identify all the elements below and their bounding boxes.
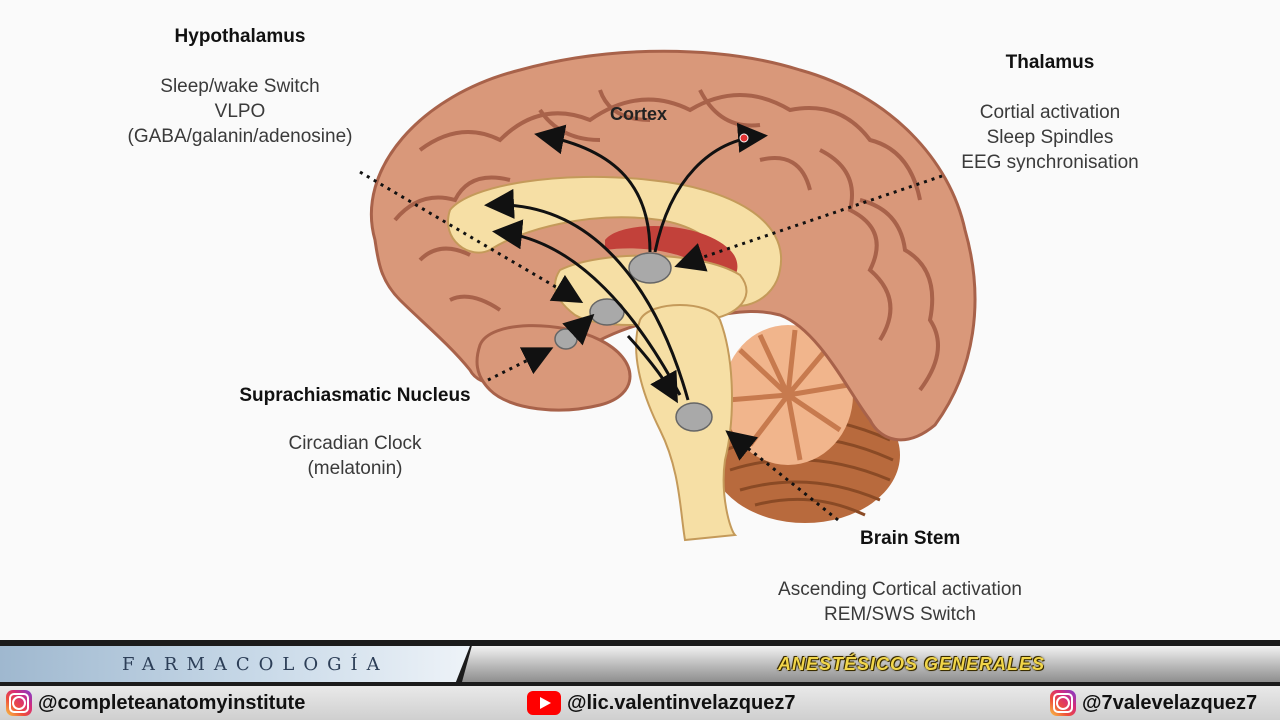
brainstem-title: Brain Stem (860, 528, 961, 549)
scn-label-group: Suprachiasmatic Nucleus Circadian Clock … (210, 385, 500, 481)
nucleus-thalamus (628, 252, 672, 284)
social-handle-instagram-1[interactable]: @completeanatomyinstitute (6, 689, 305, 717)
thalamus-line: EEG synchronisation (961, 152, 1139, 173)
brainstem-line: REM/SWS Switch (823, 604, 977, 625)
pointer-lines (359, 170, 943, 522)
nucleus-hypothalamus (589, 298, 625, 326)
hypothalamus-title: Hypothalamus (174, 26, 306, 47)
handle-text: @completeanatomyinstitute (38, 691, 306, 714)
topic-title: ANESTÉSICOS GENERALES (778, 654, 1046, 674)
thalamus-title: Thalamus (1005, 52, 1095, 73)
scn-line: Circadian Clock (288, 433, 422, 454)
hypothalamus-line: (GABA/galanin/adenosine) (127, 126, 353, 147)
social-handle-youtube[interactable]: @lic.valentinvelazquez7 (527, 689, 795, 717)
hypothalamus-line: Sleep/wake Switch (160, 76, 320, 97)
thalamus-line: Cortial activation (979, 102, 1121, 123)
thalamus-label-group: Thalamus Cortial activation Sleep Spindl… (930, 52, 1170, 175)
instagram-icon (1050, 690, 1076, 716)
instagram-icon (6, 690, 32, 716)
nucleus-scn (554, 328, 578, 350)
cerebellum (710, 325, 900, 523)
handle-text: @7valevelazquez7 (1082, 691, 1258, 714)
thalamus-region (605, 226, 738, 285)
hypothalamus-label-group: Hypothalamus Sleep/wake Switch VLPO (GAB… (90, 26, 390, 149)
cortex-target-dot (739, 133, 749, 143)
banner-right-panel (462, 646, 1280, 682)
banner-left-panel (0, 646, 470, 682)
brainstem-line: Ascending Cortical activation (778, 579, 1022, 600)
scn-title: Suprachiasmatic Nucleus (239, 385, 471, 406)
brainstem-label-group: Brain Stem Ascending Cortical activation… (740, 528, 1060, 627)
nucleus-brainstem (675, 402, 713, 432)
youtube-icon (527, 691, 561, 715)
scn-line: (melatonin) (307, 458, 403, 479)
social-handle-instagram-2[interactable]: @7valevelazquez7 (1050, 689, 1257, 717)
handle-text: @lic.valentinvelazquez7 (567, 691, 796, 714)
temporal-lobe (475, 324, 632, 412)
thalamus-line: Sleep Spindles (986, 127, 1114, 148)
hypothalamus-line: VLPO (214, 101, 266, 122)
diagram-canvas: Cortex Hypothalamus Sleep/wake Switch VL… (90, 26, 1170, 627)
brain-illustration (359, 49, 977, 542)
cortex-label: Cortex (610, 104, 668, 124)
course-title: FARMACOLOGÍA (122, 654, 389, 675)
